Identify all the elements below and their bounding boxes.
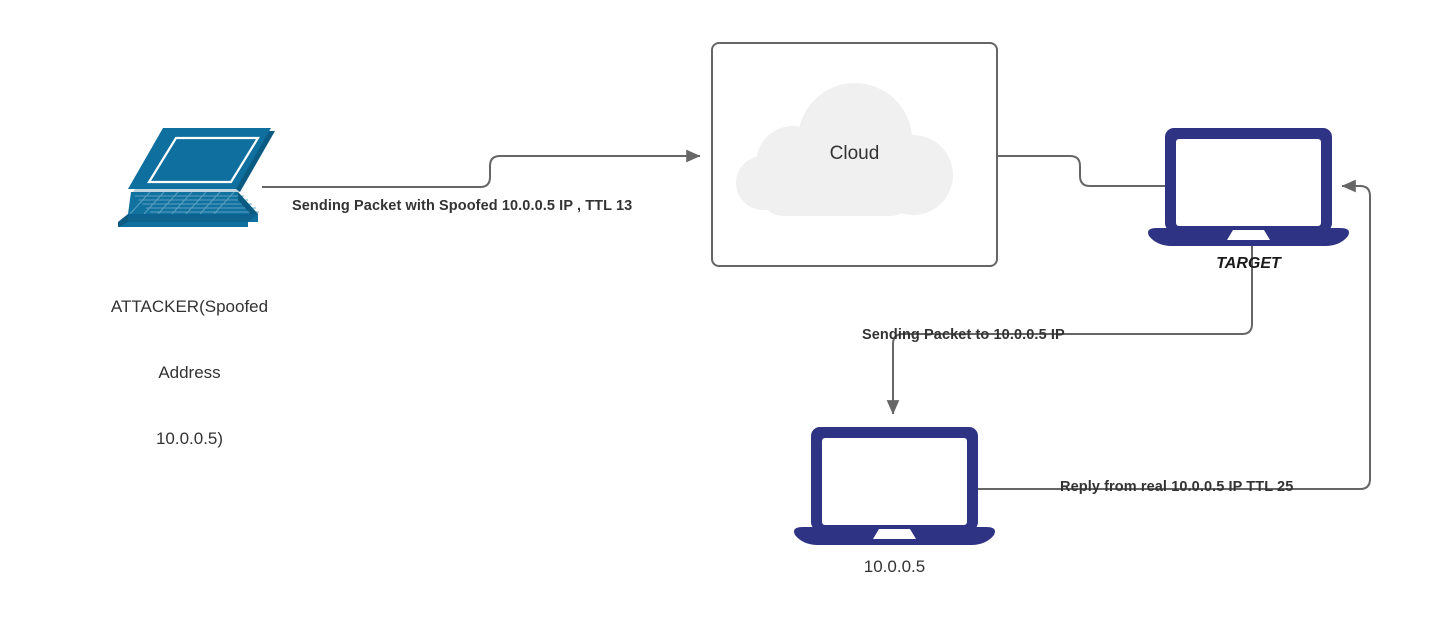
edge-label-target-to-real-host: Sending Packet to 10.0.0.5 IP: [862, 327, 1065, 343]
attacker-label-line-1: ATTACKER(Spoofed: [110, 297, 269, 316]
cloud-icon: [736, 83, 953, 216]
connector-line: [886, 246, 1253, 415]
connector-line: [975, 179, 1371, 490]
attacker-label-line-2: Address: [158, 363, 221, 382]
attacker-label-line-3: 10.0.0.5): [155, 429, 224, 448]
attacker-laptop-icon: [118, 128, 275, 227]
connector-real-host-to-target: [975, 179, 1371, 490]
connector-line: [262, 149, 701, 188]
cloud-label: Cloud: [829, 143, 880, 164]
real-host-label: 10.0.0.5: [863, 557, 926, 576]
connector-line: [997, 155, 1165, 187]
cloud-box: [711, 42, 998, 267]
attacker-label: ATTACKER(Spoofed Address 10.0.0.5): [52, 252, 327, 494]
target-laptop-icon: [1148, 128, 1349, 246]
edge-label-attacker-to-cloud: Sending Packet with Spoofed 10.0.0.5 IP …: [292, 198, 633, 214]
edge-label-real-host-to-target: Reply from real 10.0.0.5 IP TTL 25: [1060, 479, 1294, 495]
connector-target-to-real-host: [886, 246, 1253, 415]
connector-attacker-to-cloud: [262, 149, 701, 188]
target-label: TARGET: [1216, 255, 1281, 272]
real-host-laptop-icon: [794, 427, 995, 545]
connector-cloud-to-target: [997, 155, 1165, 187]
